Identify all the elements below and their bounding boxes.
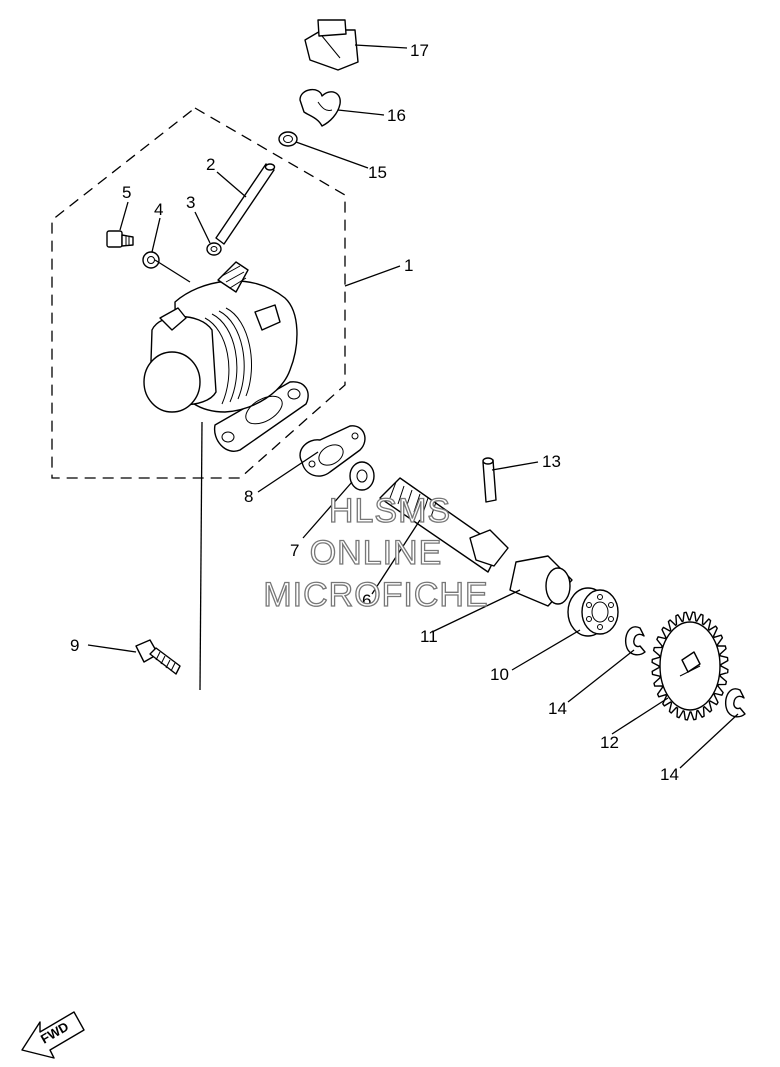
part-2-hose[interactable] [215,163,276,245]
part-3-clip[interactable] [206,242,222,256]
callout-16: 16 [387,106,406,125]
part-7-seal[interactable] [349,461,375,491]
part-14-circlip-b[interactable] [724,688,746,718]
part-17-cap[interactable] [304,19,359,71]
callout-14-b: 14 [660,765,679,784]
part-6-drive-shaft[interactable] [379,477,509,573]
guide-line-9 [199,421,203,691]
part-5-screw[interactable] [106,230,134,248]
watermark: HLSMS ONLINE MICROFICHE [263,491,489,614]
callout-14-a: 14 [548,699,567,718]
callout-9: 9 [70,636,79,655]
callout-3: 3 [186,193,195,212]
callout-11: 11 [420,627,438,646]
callout-5: 5 [122,183,131,202]
part-12-gear[interactable] [651,611,729,721]
part-15-ring[interactable] [278,131,298,147]
part-14-circlip-a[interactable] [624,626,646,656]
callout-1: 1 [404,256,413,275]
watermark-line-2: ONLINE [310,534,443,572]
callout-17: 17 [410,41,429,60]
callout-12: 12 [600,733,619,752]
leader-lines [87,44,739,769]
callout-15: 15 [368,163,387,182]
callout-10: 10 [490,665,509,684]
callout-7: 7 [290,541,299,560]
part-11-bushing[interactable] [509,555,573,607]
callout-2: 2 [206,155,215,174]
callout-13: 13 [542,452,561,471]
part-16-clip[interactable] [299,89,341,127]
part-4-washer[interactable] [142,251,160,269]
part-13-pin[interactable] [482,457,497,503]
forward-arrow-icon: FWD [21,1011,85,1059]
part-8-gasket[interactable] [299,425,366,477]
callout-8: 8 [244,487,253,506]
part-10-bearing[interactable] [567,587,619,637]
part-9-bolt[interactable] [135,639,181,675]
watermark-line-1: HLSMS [329,492,451,530]
callout-6: 6 [362,591,371,610]
callout-4: 4 [154,200,163,219]
part-1-pump-assembly[interactable] [143,261,309,452]
watermark-line-3: MICROFICHE [263,576,488,614]
